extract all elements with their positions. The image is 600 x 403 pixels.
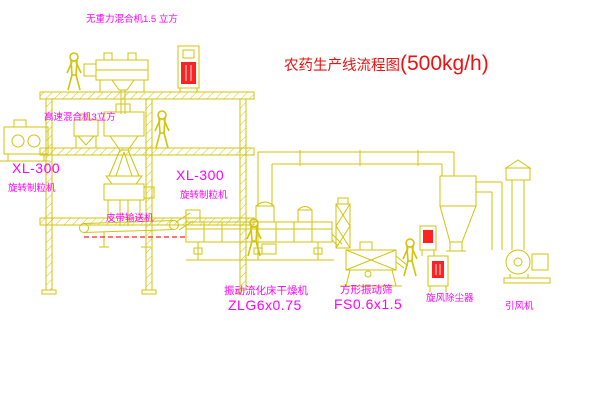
- label-granulator-left-name: 旋转制粒机: [8, 182, 56, 194]
- operator-figure: [402, 238, 418, 277]
- label-cyclone: 旋风除尘器: [426, 292, 474, 304]
- label-dryer-model: ZLG6x0.75: [228, 297, 302, 313]
- exhaust-duct: [257, 150, 455, 206]
- label-granulator-left-model: XL-300: [12, 160, 60, 176]
- outlet-pipe: [476, 181, 503, 250]
- cabinet-nameplate: [432, 261, 444, 278]
- exhaust-stack: [504, 159, 532, 250]
- title-main: 农药生产线流程图: [284, 57, 400, 74]
- granulator-center: [103, 175, 155, 226]
- label-dryer-name: 振动流化床干燥机: [224, 284, 308, 297]
- label-belt-conveyor: 皮带输送机: [106, 212, 154, 224]
- fluid-bed-dryer: [185, 201, 343, 261]
- induced-draft-fan: [503, 249, 551, 284]
- control-cabinet-upper: [177, 45, 200, 92]
- label-screen-model: FS0.6x1.5: [334, 296, 402, 312]
- label-screen-name: 方形振动筛: [340, 283, 393, 296]
- title-capacity: (500kg/h): [400, 52, 489, 75]
- label-top-mixer: 无重力混合机1.5 立方: [86, 13, 178, 25]
- label-high-speed-mixer: 高速混合机3立方: [44, 111, 116, 123]
- cyclone-dust-collector: [439, 175, 477, 252]
- operator-figure: [66, 52, 82, 91]
- label-granulator-center-name: 旋转制粒机: [180, 189, 228, 201]
- cabinet-nameplate: [423, 230, 433, 243]
- control-cabinet-mid: [419, 225, 437, 256]
- diagram-title: 农药生产线流程图(500kg/h): [284, 52, 489, 75]
- operator-figure: [154, 110, 170, 149]
- cabinet-nameplate: [181, 62, 196, 84]
- control-cabinet-lower: [427, 255, 449, 292]
- vibrating-screen: [335, 197, 409, 287]
- gravity-mixer: [83, 52, 149, 114]
- label-granulator-center-model: XL-300: [176, 167, 224, 183]
- granulator-left: [0, 119, 50, 162]
- label-fan: 引风机: [505, 300, 534, 312]
- small-mixer: [73, 113, 99, 148]
- high-speed-mixer: [103, 103, 145, 177]
